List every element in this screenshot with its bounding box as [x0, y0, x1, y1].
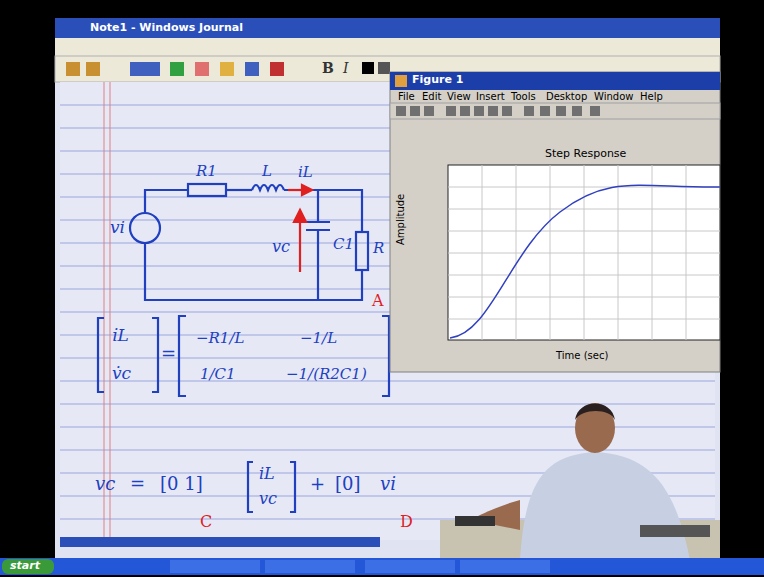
figure-title: Figure 1	[412, 74, 463, 86]
menu-item: Insert	[476, 91, 505, 102]
window-title: Note1 - Windows Journal	[90, 22, 243, 34]
feedthrough-matrix: [0]	[335, 474, 361, 494]
menu-item: Window	[594, 91, 633, 102]
output-matrix: [0 1]	[160, 474, 203, 494]
plus-sign: +	[310, 474, 325, 494]
state-derivative: i̇L	[112, 326, 129, 345]
matrix-name: D	[400, 513, 413, 531]
component-label: R1	[196, 163, 217, 180]
state-entry: vc	[259, 490, 277, 508]
output-variable: vc	[95, 474, 115, 494]
state-derivative: v̇c	[112, 364, 131, 383]
menu-item: View	[447, 91, 471, 102]
start-button: start	[10, 560, 40, 572]
menu-item: File	[398, 91, 415, 102]
input-variable: vi	[380, 474, 396, 494]
menu-item: Edit	[422, 91, 441, 102]
matrix-name: C	[200, 513, 212, 531]
plot-title: Step Response	[545, 148, 626, 160]
matrix-entry: −1/L	[300, 330, 337, 347]
axis-label: Amplitude	[395, 194, 406, 245]
equals-sign: =	[161, 344, 176, 364]
voltage-label: vi	[110, 218, 125, 237]
matrix-entry: 1/C1	[200, 366, 236, 383]
component-label: C1	[333, 236, 354, 253]
matrix-entry: −1/(R2C1)	[286, 366, 367, 383]
matrix-entry: −R1/L	[196, 330, 244, 347]
axis-label: Time (sec)	[556, 350, 608, 361]
menu-item: Help	[640, 91, 663, 102]
toolbar-italic: I	[343, 61, 349, 76]
current-label: iL	[298, 164, 313, 181]
matrix-name: A	[372, 292, 384, 310]
menu-item: Tools	[511, 91, 536, 102]
menu-item: Desktop	[546, 91, 587, 102]
toolbar-bold: B	[322, 61, 334, 76]
component-label: L	[262, 163, 272, 180]
component-label: R	[373, 240, 384, 257]
voltage-label: vc	[272, 238, 290, 256]
equals-sign: =	[130, 474, 145, 494]
state-entry: iL	[259, 465, 275, 483]
